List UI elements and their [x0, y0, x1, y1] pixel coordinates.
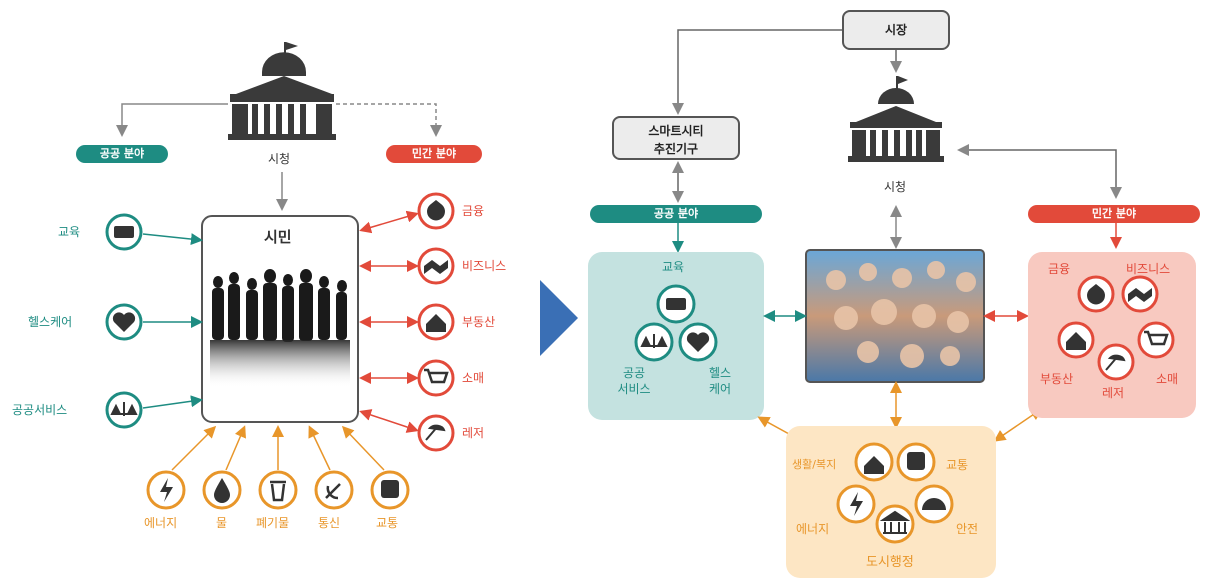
- public-item-label: 교육: [58, 225, 81, 239]
- public-sector-badge-right: 공공 분야: [590, 205, 762, 223]
- crowd-faces: [826, 261, 976, 368]
- private-links-left: [359, 192, 455, 452]
- infra-item-label: 폐기물: [256, 516, 290, 530]
- trash-icon: [258, 470, 298, 510]
- public-panel-service-line2: 서비스: [617, 382, 651, 396]
- infra-panel-safety: 안전: [956, 522, 979, 536]
- private-item-label: 비즈니스: [462, 259, 507, 273]
- infra-panel: [786, 426, 996, 578]
- public-panel-health-line2: 케어: [708, 382, 732, 396]
- infra-panel-city-admin: 도시행정: [866, 555, 914, 570]
- mayor-label: 시장: [884, 23, 908, 37]
- infra-panel-transport: 교통: [946, 458, 969, 472]
- city-hall-icon-left: [228, 42, 336, 140]
- smart-city-org-box: 스마트시티 추진기구: [612, 116, 740, 160]
- private-sector-badge-right: 민간 분야: [1028, 205, 1200, 223]
- infra-links-left: [146, 425, 410, 510]
- transition-arrow: [540, 280, 578, 356]
- private-panel-business: 비즈니스: [1126, 262, 1171, 276]
- public-panel: [588, 252, 764, 420]
- infra-item-label: 에너지: [144, 516, 178, 530]
- public-panel-education: 교육: [662, 260, 685, 274]
- people-silhouette: [210, 269, 350, 388]
- beach-icon: [1097, 343, 1135, 381]
- infra-panel-living-welfare: 생활/복지: [792, 458, 837, 471]
- private-panel-real-estate: 부동산: [1040, 372, 1074, 386]
- mayor-box: 시장: [842, 10, 950, 50]
- hall-to-public-arrow: [116, 103, 228, 137]
- private-panel-finance: 금융: [1048, 262, 1071, 276]
- public-panel-health-line1: 헬스: [708, 366, 732, 380]
- infra-item-label: 교통: [376, 516, 399, 530]
- city-hall-label-left: 시청: [268, 152, 291, 166]
- citizen-frame: [201, 215, 359, 423]
- cart-icon: [1137, 321, 1175, 359]
- public-sector-badge-left: 공공 분야: [76, 145, 168, 163]
- smart-city-org-line2: 추진기구: [653, 142, 699, 156]
- private-item-label: 레저: [462, 426, 485, 440]
- beach-icon: [417, 414, 455, 452]
- public-item-label: 헬스케어: [28, 315, 73, 329]
- public-item-label: 공공서비스: [12, 403, 68, 417]
- infra-panel-energy: 에너지: [796, 522, 830, 536]
- infra-item-label: 물: [216, 516, 228, 530]
- cart-icon: [417, 359, 455, 397]
- public-panel-service-line1: 공공: [622, 366, 646, 380]
- city-hall-icon-right: [848, 76, 944, 162]
- private-sector-badge-left: 민간 분야: [386, 145, 482, 163]
- private-item-label: 부동산: [462, 315, 496, 329]
- city-hall-label-right: 시청: [884, 180, 907, 194]
- private-panel-retail: 소매: [1156, 372, 1179, 386]
- hall-to-private-arrow: [336, 103, 442, 137]
- private-panel-leisure: 레저: [1102, 386, 1125, 400]
- citizen-title: 시민: [264, 228, 292, 246]
- private-item-label: 소매: [462, 371, 485, 385]
- private-item-label: 금융: [462, 204, 485, 218]
- smart-city-org-line1: 스마트시티: [648, 124, 704, 138]
- infra-item-label: 통신: [318, 516, 341, 530]
- public-links-left: [105, 213, 203, 429]
